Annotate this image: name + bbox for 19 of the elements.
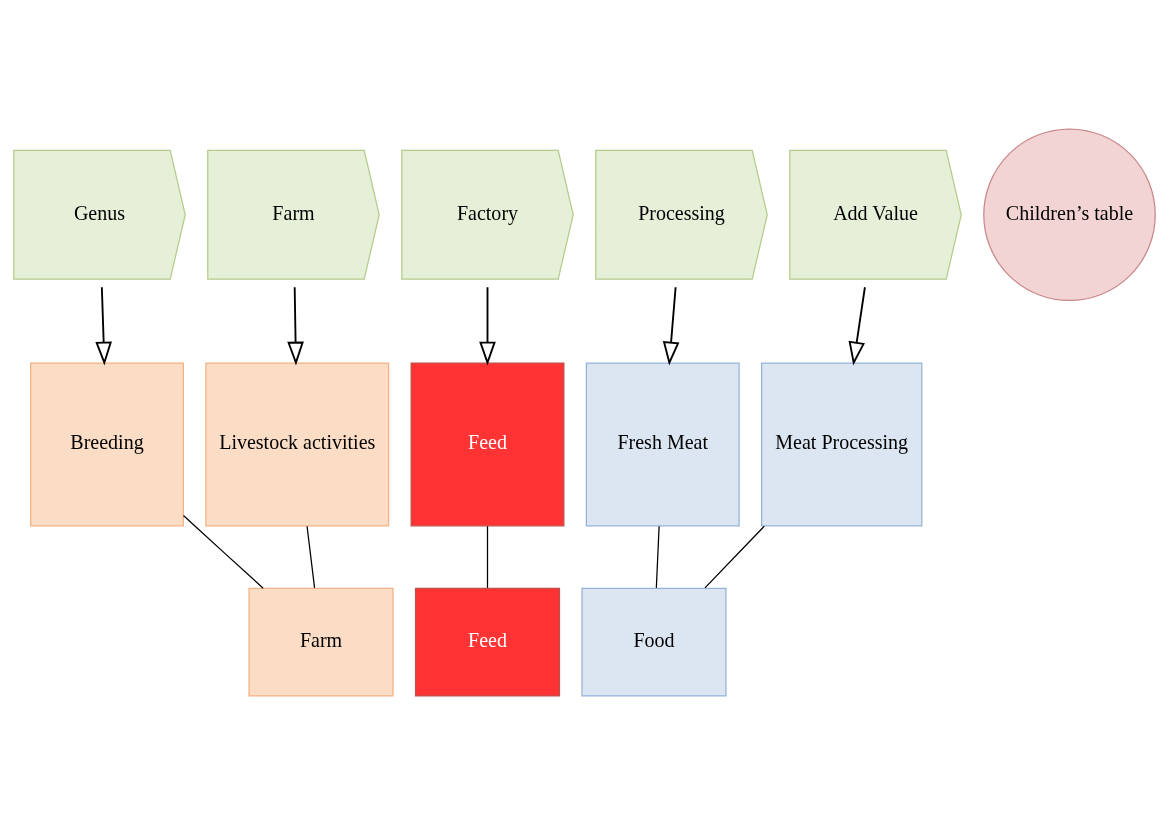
node-box: Feed — [414, 587, 561, 697]
arrow — [95, 286, 112, 366]
node-circle: Children’s table — [983, 128, 1156, 302]
connector — [306, 525, 316, 589]
node-box: Food — [581, 587, 727, 697]
node-box: Livestock activities — [205, 362, 390, 527]
arrow — [848, 286, 866, 366]
connector — [655, 525, 660, 589]
node-box: Meat Processing — [761, 362, 923, 527]
connector — [182, 514, 264, 589]
connector — [486, 525, 489, 589]
node-box: Farm — [248, 587, 394, 697]
node-box: Feed — [410, 362, 565, 527]
connector — [704, 525, 765, 589]
node-box: Fresh Meat — [585, 362, 740, 527]
node-box: Breeding — [30, 362, 184, 527]
arrow — [479, 286, 496, 366]
arrow — [287, 286, 304, 366]
arrow — [662, 286, 680, 366]
